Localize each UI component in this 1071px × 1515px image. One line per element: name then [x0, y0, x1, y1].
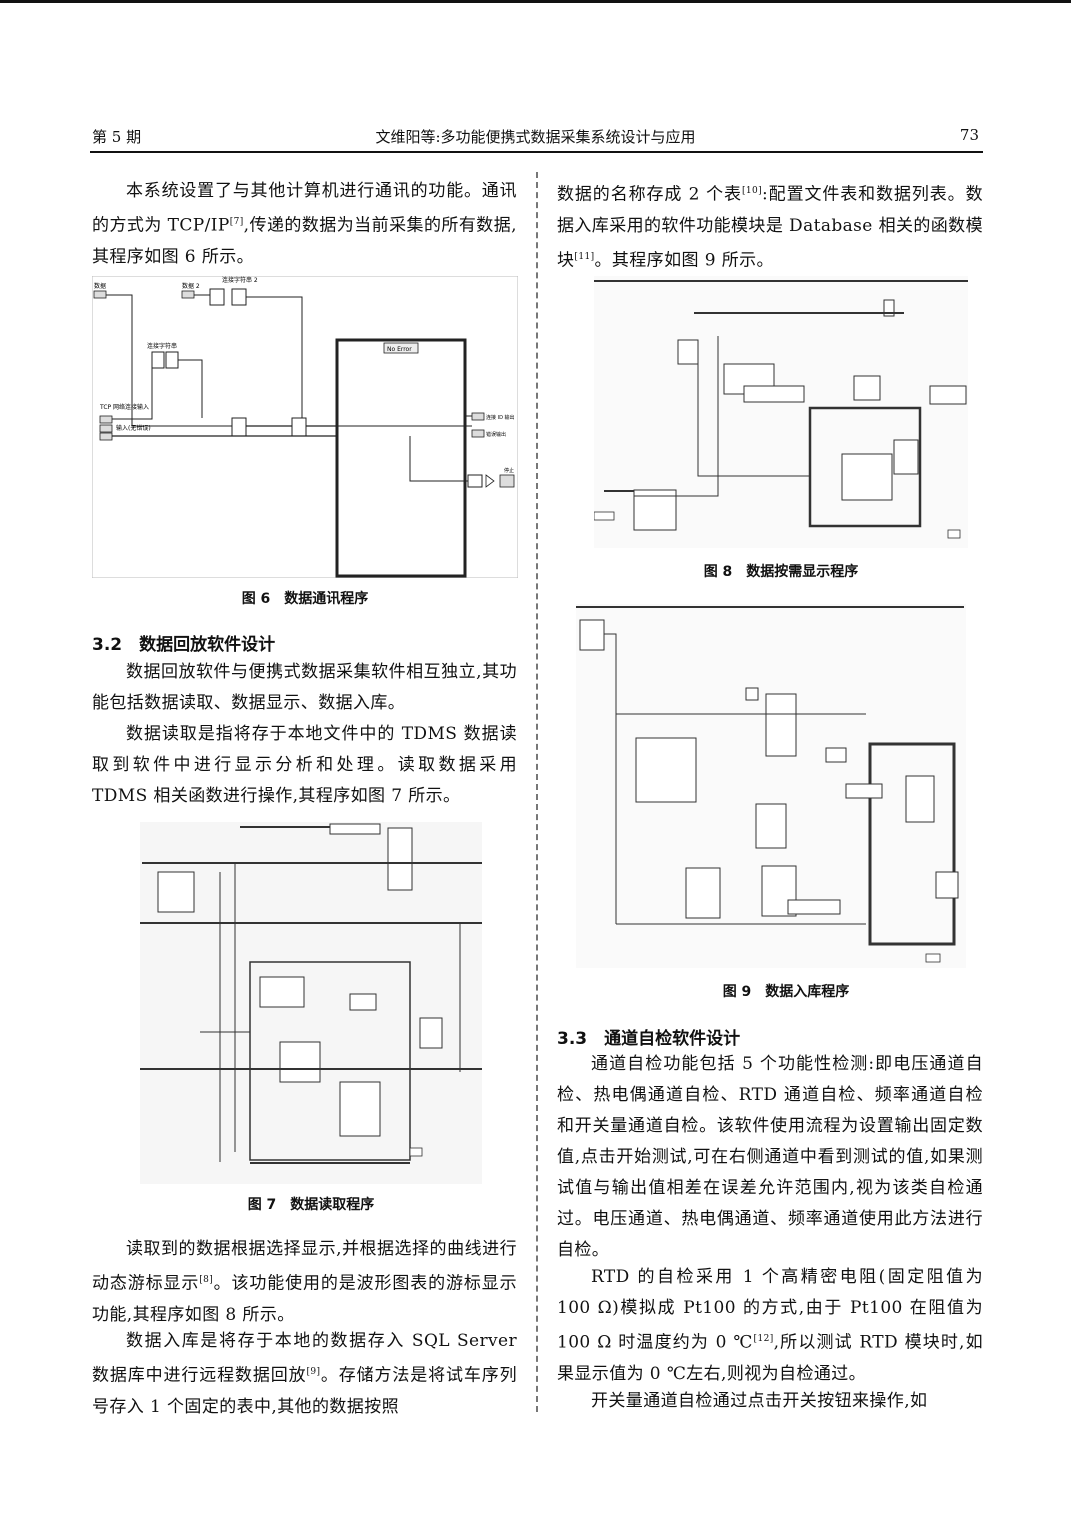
figure-6-diagram: 数据 数据 2 连接字符串 2 连接字符串 TCP 网络连接输入 输入(无错误)…	[92, 276, 518, 578]
paragraph-rtd: RTD 的自检采用 1 个高精密电阻(固定阻值为 100 Ω)模拟成 Pt100…	[557, 1267, 983, 1384]
header-rule	[90, 151, 983, 153]
label-data2: 数据 2	[182, 282, 200, 290]
figure-8-caption: 图 8 数据按需显示程序	[703, 564, 859, 580]
figure-9-diagram	[576, 604, 966, 968]
case-label: No Error	[387, 346, 412, 353]
label-concat2: 连接字符串 2	[222, 276, 258, 284]
top-border	[0, 0, 1071, 3]
label-tcp: TCP 网络连接输入	[99, 403, 149, 411]
paragraph-self-test: 通道自检功能包括 5 个功能性检测:即电压通道自检、热电偶通道自检、RTD 通道…	[557, 1054, 983, 1260]
paragraph-tdms: 数据读取是指将存于本地文件中的 TDMS 数据读取到软件中进行显示分析和处理。读…	[92, 724, 517, 806]
label-data: 数据	[94, 282, 106, 290]
issue-number: 第 5 期	[92, 128, 142, 146]
figure-7-caption: 图 7 数据读取程序	[247, 1197, 375, 1213]
running-title: 文维阳等:多功能便携式数据采集系统设计与应用	[375, 128, 696, 146]
paragraph-switch: 开关量通道自检通过点击开关按钮来操作,如	[591, 1391, 928, 1411]
page-number: 73	[959, 126, 979, 144]
paragraph-communication: 本系统设置了与其他计算机进行通讯的功能。通讯的方式为 TCP/IP[7],传递的…	[92, 181, 517, 267]
paragraph-cursor-display: 读取到的数据根据选择显示,并根据选择的曲线进行动态游标显示[8]。该功能使用的是…	[92, 1239, 517, 1325]
paragraph-playback: 数据回放软件与便携式数据采集软件相互独立,其功能包括数据读取、数据显示、数据入库…	[92, 662, 517, 713]
figure-8-diagram	[594, 276, 968, 548]
label-write: 输入(无错误)	[116, 424, 151, 432]
section-3-2-heading: 3.2 数据回放软件设计	[92, 635, 276, 655]
label-out2: 错误输出	[486, 431, 506, 438]
figure-7-diagram	[140, 822, 482, 1184]
label-out1: 连接 ID 输出	[486, 414, 515, 421]
figure-6-caption: 图 6 数据通讯程序	[241, 591, 369, 607]
paragraph-database-store: 数据入库是将存于本地的数据存入 SQL Server 数据库中进行远程数据回放[…	[92, 1331, 517, 1417]
label-concat1: 连接字符串	[147, 342, 177, 350]
label-stop: 停止	[504, 467, 514, 474]
column-divider	[536, 172, 538, 1412]
figure-9-caption: 图 9 数据入库程序	[722, 984, 850, 1000]
section-3-3-heading: 3.3 通道自检软件设计	[557, 1029, 741, 1049]
paragraph-tables: 数据的名称存成 2 个表[10]:配置文件表和数据列表。数据入库采用的软件功能模…	[557, 184, 983, 271]
